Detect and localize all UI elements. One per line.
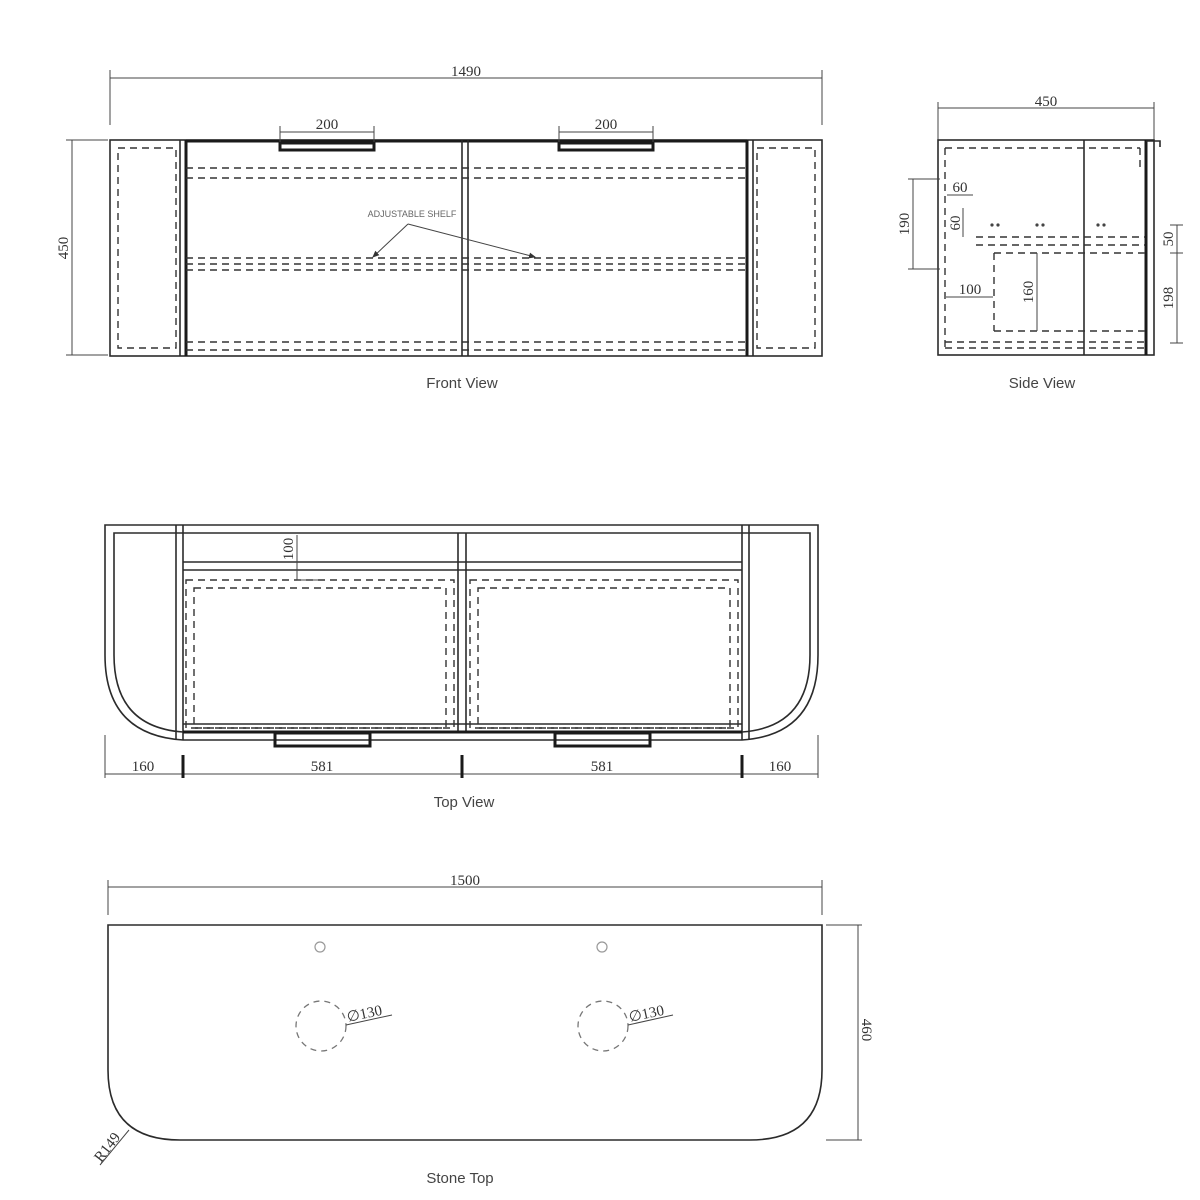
top-dim-left-end: 160	[132, 759, 155, 775]
side-dim-198: 198	[1161, 287, 1177, 310]
front-handle-left-dim: 200	[316, 117, 339, 133]
front-view-label: Front View	[426, 375, 498, 392]
front-height-dim: 450	[56, 237, 72, 260]
adjustable-shelf-note: ADJUSTABLE SHELF	[368, 209, 457, 219]
top-view-label: Top View	[434, 794, 495, 811]
waste-dim-right: ∅130	[628, 1003, 666, 1026]
top-dim-100: 100	[281, 538, 297, 561]
waste-dim-left: ∅130	[346, 1003, 384, 1026]
top-dim-right-drawer: 581	[591, 759, 614, 775]
front-view: 1490 450 200	[56, 64, 823, 392]
side-dim-60v: 60	[948, 216, 964, 231]
side-depth-dim: 450	[1035, 94, 1058, 110]
side-view: 450 190 60 60 100	[897, 94, 1183, 392]
stone-top-view: 1500 ∅130 ∅130 460 R149 Stone Top	[92, 873, 874, 1187]
tap-hole-left	[314, 941, 326, 953]
side-dim-50: 50	[1161, 232, 1177, 247]
waste-circle-left	[295, 1000, 347, 1052]
stone-top-label: Stone Top	[426, 1170, 493, 1187]
side-dim-190: 190	[897, 213, 913, 236]
side-dim-60h: 60	[953, 180, 968, 196]
stone-depth-dim: 460	[858, 1019, 874, 1042]
waste-circle-right	[577, 1000, 629, 1052]
front-handle-right-dim: 200	[595, 117, 618, 133]
front-width-dim: 1490	[451, 64, 481, 80]
top-dim-right-end: 160	[769, 759, 792, 775]
side-dim-100: 100	[959, 282, 982, 298]
radius-dim: R149	[92, 1130, 125, 1165]
side-dim-160: 160	[1021, 281, 1037, 304]
stone-width-dim: 1500	[450, 873, 480, 889]
side-view-label: Side View	[1009, 375, 1076, 392]
top-view: 100 160 581 581 160 Top View	[104, 524, 819, 811]
top-dim-left-drawer: 581	[311, 759, 334, 775]
tap-hole-right	[596, 941, 608, 953]
